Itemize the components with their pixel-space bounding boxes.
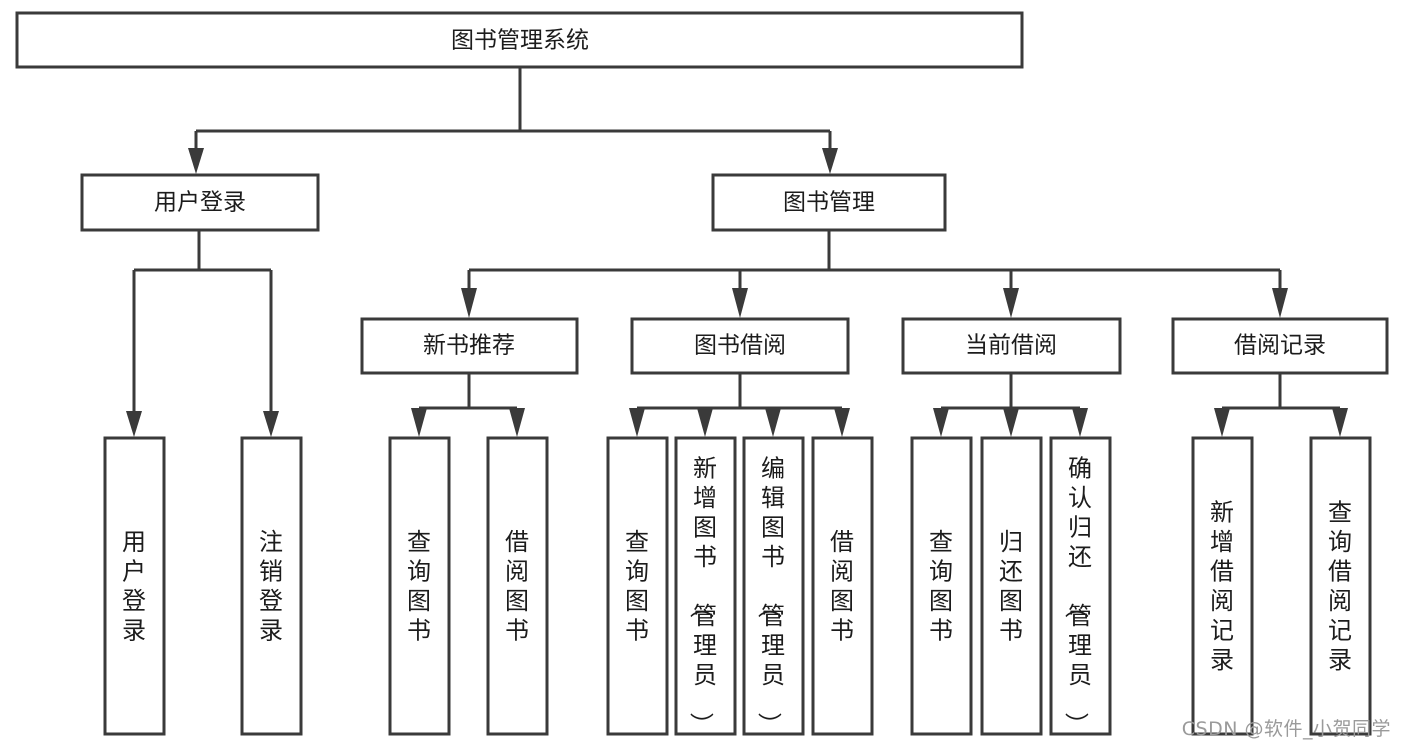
node-leaf-borrow-book-1-box[interactable] — [486, 436, 549, 736]
csdn-watermark: CSDN @软件_小贺同学 — [1181, 718, 1391, 740]
node-book-borrow[interactable]: 图书借阅 — [630, 317, 850, 375]
arrow-to-book-borrow — [732, 288, 748, 318]
node-leaf-borrow-book-1[interactable]: 借阅图书 — [486, 436, 549, 736]
node-book-manage-box[interactable] — [711, 173, 947, 232]
node-leaf-query-record-box[interactable] — [1309, 436, 1372, 736]
node-leaf-return-book-box[interactable] — [980, 436, 1043, 736]
arrow-to-new-book-rec — [461, 288, 477, 318]
node-leaf-add-record[interactable]: 新增借阅记录 — [1191, 436, 1254, 736]
connector-book-borrow-bus — [635, 373, 844, 418]
node-current-borrow[interactable]: 当前借阅 — [901, 317, 1122, 375]
node-leaf-query-book-3-label: 查询图书 — [929, 528, 953, 645]
node-leaf-edit-book-label: 编辑图书（管理员） — [755, 454, 785, 736]
node-leaf-edit-book-box[interactable] — [742, 436, 805, 736]
connector-book-manage-bus — [467, 231, 1282, 292]
node-leaf-add-record-label: 新增借阅记录 — [1210, 499, 1234, 675]
arrow-to-leaf-return-book — [1003, 408, 1019, 437]
node-leaf-edit-book[interactable]: 编辑图书（管理员） — [742, 436, 805, 736]
arrow-to-current-borrow — [1003, 288, 1019, 318]
node-leaf-logout-box[interactable] — [240, 436, 303, 736]
node-leaf-query-book-2-box[interactable] — [606, 436, 669, 736]
arrow-to-borrow-record — [1272, 288, 1288, 318]
arrow-to-leaf-user-login — [126, 411, 142, 437]
node-leaf-confirm-return-box[interactable] — [1049, 436, 1112, 736]
node-leaf-borrow-book-2-label: 借阅图书 — [830, 528, 854, 645]
node-book-borrow-box[interactable] — [630, 317, 850, 375]
node-leaf-query-book-3-box[interactable] — [910, 436, 973, 736]
arrow-to-leaf-confirm-return — [1072, 408, 1088, 437]
arrow-to-book-manage — [822, 148, 838, 174]
node-leaf-add-book-box[interactable] — [674, 436, 737, 736]
node-root[interactable]: 图书管理系统 — [15, 11, 1024, 69]
connectors — [126, 67, 1348, 437]
node-leaf-query-book-2-label: 查询图书 — [625, 528, 649, 645]
node-leaf-user-login-box[interactable] — [103, 436, 166, 736]
node-leaf-return-book[interactable]: 归还图书 — [980, 436, 1043, 736]
arrow-to-leaf-query-book-1 — [411, 408, 427, 437]
arrow-to-leaf-edit-book — [765, 408, 781, 437]
node-book-manage-label: 图书管理 — [783, 190, 875, 216]
arrow-to-leaf-add-book — [697, 408, 713, 437]
node-current-borrow-label: 当前借阅 — [965, 333, 1057, 359]
node-user-login-label: 用户登录 — [154, 190, 246, 216]
node-leaf-borrow-book-1-label: 借阅图书 — [505, 528, 529, 645]
node-leaf-query-record-label: 查询借阅记录 — [1328, 499, 1352, 675]
leaf-nodes: 用户登录 注销登录 查询图书 借阅图书 查询图书 新增图书（管理员） — [103, 436, 1372, 736]
arrow-to-leaf-borrow-book-1 — [509, 408, 525, 437]
node-leaf-borrow-book-2[interactable]: 借阅图书 — [811, 436, 874, 736]
node-new-book-rec[interactable]: 新书推荐 — [360, 317, 579, 375]
arrow-to-leaf-add-record — [1214, 408, 1230, 437]
node-leaf-query-book-1[interactable]: 查询图书 — [388, 436, 451, 736]
node-leaf-query-book-1-label: 查询图书 — [407, 528, 431, 645]
node-root-label: 图书管理系统 — [451, 28, 589, 54]
connector-root-bus — [194, 67, 832, 160]
node-leaf-borrow-book-2-box[interactable] — [811, 436, 874, 736]
node-leaf-confirm-return-label: 确认归还（管理员） — [1062, 454, 1092, 736]
arrow-to-leaf-logout — [263, 411, 279, 437]
node-leaf-return-book-label: 归还图书 — [999, 528, 1023, 645]
node-leaf-query-record[interactable]: 查询借阅记录 — [1309, 436, 1372, 736]
node-user-login[interactable]: 用户登录 — [80, 173, 320, 232]
node-leaf-query-book-3[interactable]: 查询图书 — [910, 436, 973, 736]
node-leaf-user-login[interactable]: 用户登录 — [103, 436, 166, 736]
node-current-borrow-box[interactable] — [901, 317, 1122, 375]
node-leaf-confirm-return[interactable]: 确认归还（管理员） — [1049, 436, 1112, 736]
connector-new-book-rec-bus — [417, 373, 519, 418]
connector-user-login-bus — [132, 231, 273, 423]
node-leaf-user-login-label: 用户登录 — [122, 528, 146, 645]
node-leaf-query-book-2[interactable]: 查询图书 — [606, 436, 669, 736]
node-borrow-record-label: 借阅记录 — [1234, 333, 1326, 359]
node-borrow-record-box[interactable] — [1171, 317, 1389, 375]
arrow-to-leaf-query-book-3 — [933, 408, 949, 437]
node-book-borrow-label: 图书借阅 — [694, 333, 786, 359]
arrow-to-user-login — [188, 148, 204, 174]
arrow-to-leaf-query-book-2 — [629, 408, 645, 437]
node-root-box[interactable] — [15, 11, 1024, 69]
connector-borrow-record-bus — [1220, 373, 1342, 418]
node-leaf-add-record-box[interactable] — [1191, 436, 1254, 736]
node-new-book-rec-label: 新书推荐 — [423, 333, 515, 359]
node-leaf-add-book[interactable]: 新增图书（管理员） — [674, 436, 737, 736]
node-leaf-query-book-1-box[interactable] — [388, 436, 451, 736]
node-borrow-record[interactable]: 借阅记录 — [1171, 317, 1389, 375]
node-new-book-rec-box[interactable] — [360, 317, 579, 375]
node-user-login-box[interactable] — [80, 173, 320, 232]
node-leaf-add-book-label: 新增图书（管理员） — [687, 454, 717, 736]
node-leaf-logout-label: 注销登录 — [259, 528, 283, 645]
arrow-to-leaf-borrow-book-2 — [834, 408, 850, 437]
arrow-to-leaf-query-record — [1332, 408, 1348, 437]
node-leaf-logout[interactable]: 注销登录 — [240, 436, 303, 736]
node-book-manage[interactable]: 图书管理 — [711, 173, 947, 232]
